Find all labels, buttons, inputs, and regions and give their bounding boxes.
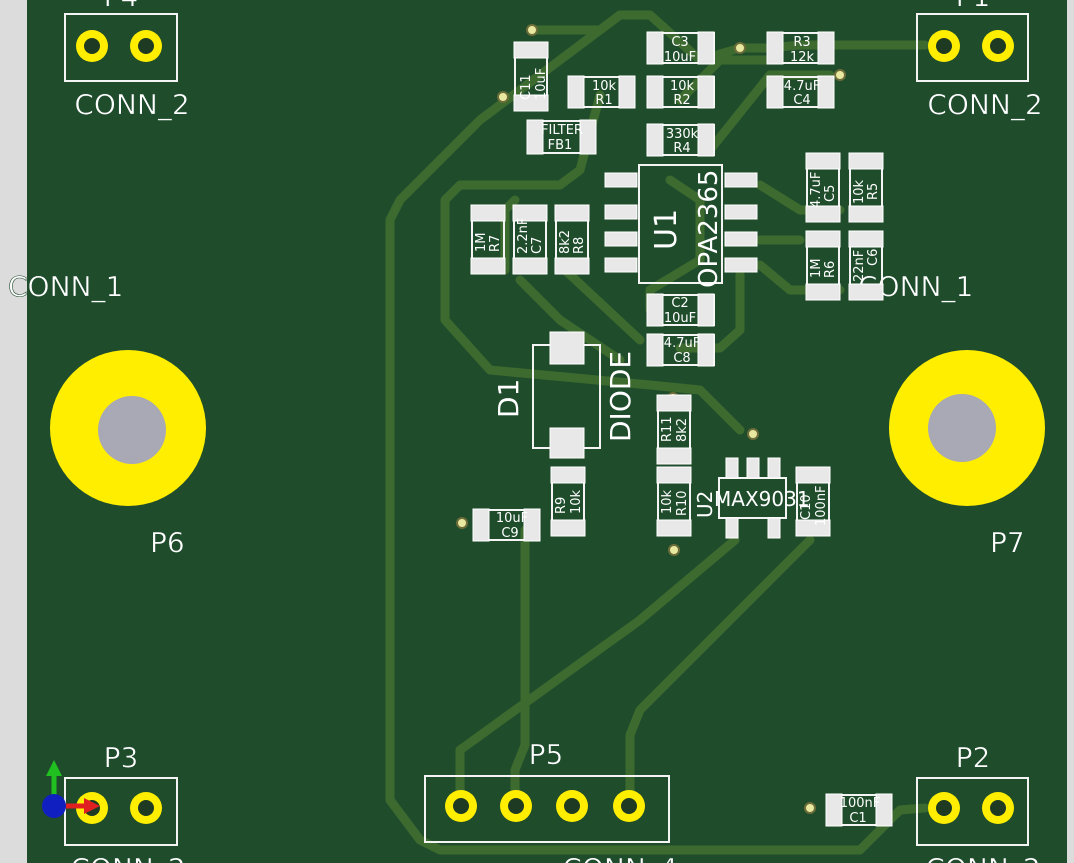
ic-u2-value: MAX9031 xyxy=(714,487,810,511)
capacitor-c1-value: 100nF xyxy=(840,796,881,811)
capacitor-c8-value: 4.7uF xyxy=(664,336,700,351)
capacitor-c6[interactable]: 22nF C6 xyxy=(848,230,884,301)
mounting-hole-p7-ref: P7 xyxy=(990,526,1025,559)
capacitor-c3[interactable]: C3 10uF xyxy=(646,31,715,65)
connector-p5-value: CONN_4 xyxy=(562,852,677,863)
connector-p4-value: CONN_2 xyxy=(74,88,189,121)
resistor-r8-value: 8k2 xyxy=(558,230,573,254)
resistor-r5-ref: R5 xyxy=(866,183,881,200)
resistor-r6-value: 1M xyxy=(809,259,824,279)
connector-p4[interactable]: P4 CONN_2 xyxy=(64,0,190,121)
resistor-r3-value: 12k xyxy=(790,50,815,65)
capacitor-c6-ref: C6 xyxy=(866,249,881,266)
ferrite-fb1-value: FILTER xyxy=(541,123,583,138)
ic-u2-ref: U2 xyxy=(693,491,717,518)
capacitor-c10[interactable]: C10 100nF xyxy=(795,466,831,537)
capacitor-c1[interactable]: 100nF C1 xyxy=(825,793,893,827)
mounting-hole-p6[interactable]: CONN_1 P6 xyxy=(8,270,206,559)
resistor-r8-ref: R8 xyxy=(572,237,587,254)
ferrite-fb1[interactable]: FILTER FB1 xyxy=(526,119,597,155)
resistor-r10-ref: R10 xyxy=(675,490,690,516)
capacitor-c2[interactable]: C2 10uF xyxy=(646,293,715,327)
axis-gizmo-icon xyxy=(42,760,100,818)
capacitor-c4[interactable]: 4.7uF C4 xyxy=(766,75,835,109)
resistor-r5-value: 10k xyxy=(852,179,867,204)
connector-p5[interactable]: P5 CONN_4 xyxy=(424,738,678,863)
resistor-r1-value: 10k xyxy=(592,79,617,94)
capacitor-c7[interactable]: 2.2nF C7 xyxy=(512,204,548,275)
capacitor-c5[interactable]: 4.7uF C5 xyxy=(805,152,841,223)
connector-p2-ref: P2 xyxy=(956,741,991,774)
capacitor-c5-value: 4.7uF xyxy=(809,172,824,208)
connector-p3-ref: P3 xyxy=(104,741,139,774)
mounting-hole-p6-ref: P6 xyxy=(150,526,185,559)
ic-u1-value: OPA2365 xyxy=(694,170,724,288)
resistor-r4[interactable]: 330k R4 xyxy=(646,123,715,157)
connector-p4-ref: P4 xyxy=(104,0,139,13)
resistor-r3-ref: R3 xyxy=(793,35,810,50)
resistor-r7[interactable]: 1M R7 xyxy=(470,204,506,275)
capacitor-c11[interactable]: C11 10uF xyxy=(513,41,549,112)
capacitor-c2-value: 10uF xyxy=(664,311,696,326)
resistor-r4-value: 330k xyxy=(666,127,699,142)
ic-u1-ref: U1 xyxy=(649,209,684,250)
resistor-r9-value: 10k xyxy=(569,489,584,514)
resistor-r3[interactable]: R3 12k xyxy=(766,31,835,65)
resistor-r1-ref: R1 xyxy=(595,93,612,108)
capacitor-c10-ref: C10 xyxy=(799,494,814,520)
capacitor-c2-ref: C2 xyxy=(671,296,688,311)
connector-p1[interactable]: P1 CONN_2 xyxy=(916,0,1043,121)
resistor-r5[interactable]: 10k R5 xyxy=(848,152,884,223)
capacitor-c5-ref: C5 xyxy=(823,185,838,202)
capacitor-c6-value: 22nF xyxy=(852,250,867,282)
ic-u1[interactable]: U1 OPA2365 xyxy=(604,164,758,288)
resistor-r1[interactable]: 10k R1 xyxy=(567,75,636,109)
capacitor-c1-ref: C1 xyxy=(849,811,866,826)
resistor-r7-value: 1M xyxy=(474,233,489,253)
capacitor-c8-ref: C8 xyxy=(673,351,690,366)
connector-p1-ref: P1 xyxy=(956,0,991,13)
resistor-r8[interactable]: 8k2 R8 xyxy=(554,204,590,275)
diode-d1-ref: D1 xyxy=(492,379,525,418)
mounting-hole-p6-value: CONN_1 xyxy=(8,270,123,303)
connector-p3-value: CONN_2 xyxy=(70,852,185,863)
resistor-r11-value: 8k2 xyxy=(675,418,690,442)
resistor-r6-ref: R6 xyxy=(823,261,838,278)
resistor-r11-ref: R11 xyxy=(660,416,675,442)
resistor-r6[interactable]: 1M R6 xyxy=(805,230,841,301)
capacitor-c9-value: 10uF xyxy=(496,511,528,526)
capacitor-c3-value: 10uF xyxy=(664,50,696,65)
resistor-r10[interactable]: 10k R10 xyxy=(656,466,692,537)
diode-d1-value: DIODE xyxy=(604,351,637,442)
connector-p5-ref: P5 xyxy=(529,738,564,771)
connector-p2-value: CONN_2 xyxy=(925,852,1040,863)
resistor-r9-ref: R9 xyxy=(554,497,569,514)
capacitor-c3-ref: C3 xyxy=(671,35,688,50)
capacitor-c7-value: 2.2nF xyxy=(516,218,531,254)
capacitor-c9[interactable]: 10uF C9 xyxy=(472,508,541,542)
resistor-r4-ref: R4 xyxy=(673,141,690,156)
capacitor-c4-value: 4.7uF xyxy=(784,79,820,94)
capacitor-c10-value: 100nF xyxy=(814,485,829,526)
ic-u2[interactable]: MAX9031 U2 xyxy=(693,457,810,539)
diode-d1[interactable]: D1 DIODE xyxy=(492,331,637,459)
capacitor-c11-value: 10uF xyxy=(534,68,549,100)
capacitor-c11-ref: C11 xyxy=(519,74,534,100)
resistor-r11[interactable]: R11 8k2 xyxy=(656,394,692,465)
capacitor-c7-ref: C7 xyxy=(530,237,545,254)
resistor-r10-value: 10k xyxy=(660,489,675,514)
ferrite-fb1-ref: FB1 xyxy=(548,138,573,153)
capacitor-c4-ref: C4 xyxy=(793,93,810,108)
resistor-r2[interactable]: 10k R2 xyxy=(646,75,715,109)
connector-p2[interactable]: P2 CONN_2 xyxy=(916,741,1041,863)
resistor-r2-value: 10k xyxy=(670,79,695,94)
capacitor-c8[interactable]: 4.7uF C8 xyxy=(646,333,715,367)
connector-p1-value: CONN_2 xyxy=(927,88,1042,121)
capacitor-c9-ref: C9 xyxy=(501,526,518,541)
resistor-r7-ref: R7 xyxy=(488,235,503,252)
resistor-r2-ref: R2 xyxy=(673,93,690,108)
resistor-r9[interactable]: R9 10k xyxy=(550,466,586,537)
